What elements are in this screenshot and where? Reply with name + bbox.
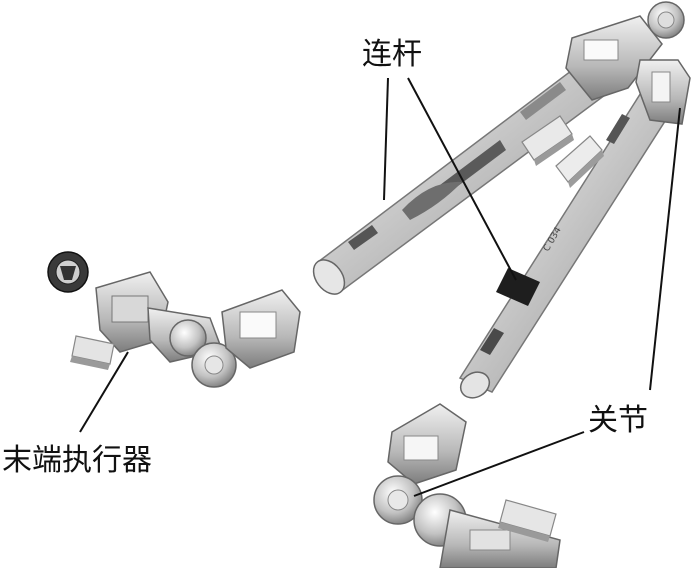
joint-label: 关节 [588,403,648,438]
leader-joint-2 [413,431,585,497]
cover-plate-3 [70,335,115,370]
leader-joint-1 [649,107,681,391]
cover-plate-4 [498,499,557,542]
elbow-joint [565,1,691,125]
end-effector-assembly [47,251,301,388]
cover-plate-1 [521,115,574,166]
bottom-joint-assembly [373,403,561,569]
link-label: 连杆 [362,37,422,72]
end-effector-label: 末端执行器 [2,443,152,478]
leader-end-effector [79,351,129,433]
leader-link-2 [407,77,517,281]
cover-plate-2 [555,135,604,188]
link-tube-lower: C 034 [458,87,678,399]
leader-lines [79,77,681,497]
link-tube-upper [312,38,638,295]
leader-link-1 [383,77,389,201]
